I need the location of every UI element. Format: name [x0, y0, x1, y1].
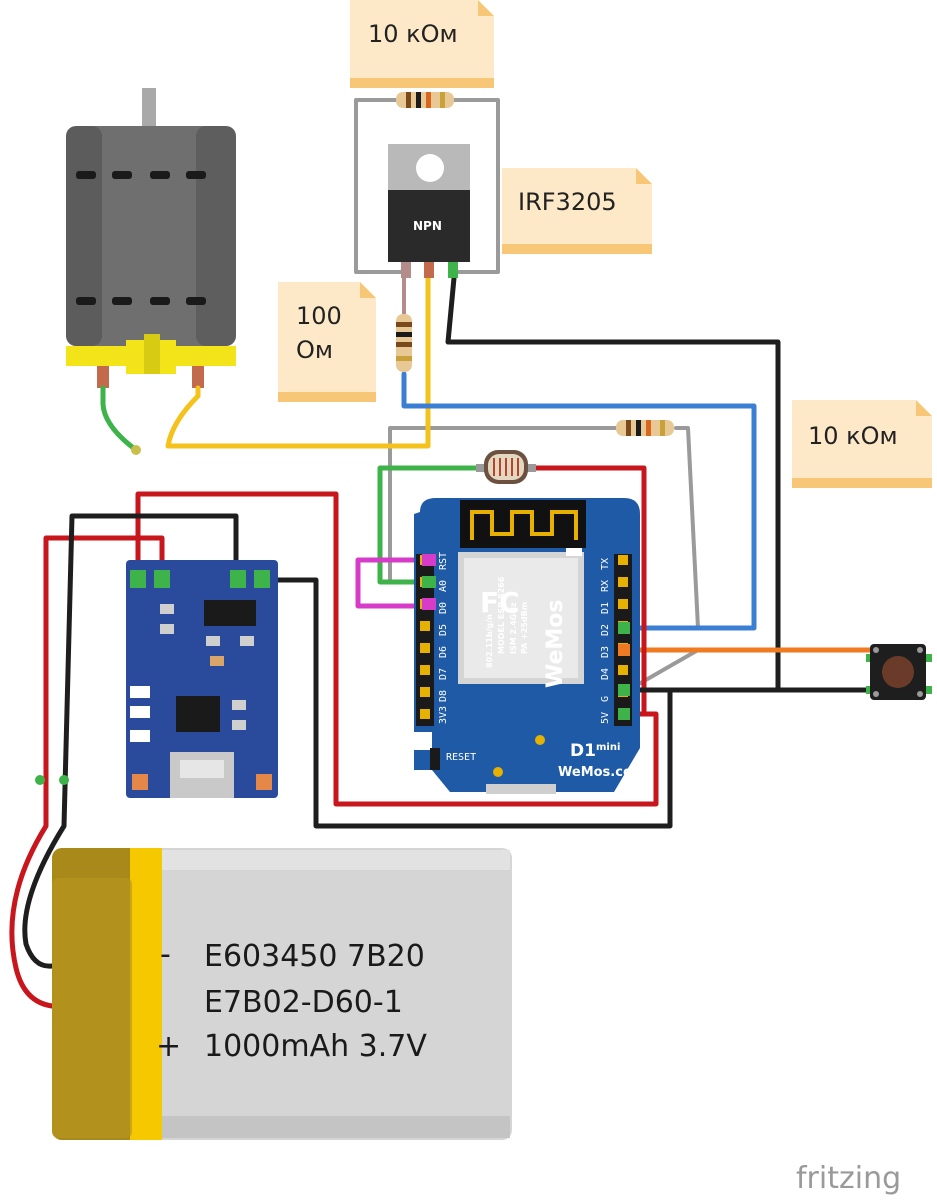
wemos-model-line2: ISM 2.4GHz — [509, 602, 518, 654]
battery-minus: - — [160, 937, 171, 972]
note-resistor-gate-unit: Ом — [296, 336, 333, 364]
wemos-model-line3: PA +25dBm — [520, 602, 529, 654]
wemos-model-line1: MODEL ESP-8266 — [497, 576, 506, 654]
right-pin-header — [614, 554, 632, 726]
right-pin-label-rx: RX — [600, 580, 611, 592]
left-pin-label-d0: D0 — [438, 602, 449, 614]
right-pin-label-d4: D4 — [600, 668, 611, 680]
right-pin-label-d3: D3 — [600, 646, 611, 658]
wire-green-motor — [100, 385, 139, 453]
battery-label-line1: E603450 7B20 — [204, 939, 425, 974]
left-pin-pad — [420, 709, 430, 719]
right-pin-pad — [618, 665, 628, 675]
note-resistor-right: 10 кОм — [792, 400, 932, 488]
wemos-chip-brand: WeMos — [543, 599, 568, 688]
wire-magenta-rst-d0 — [355, 557, 433, 609]
fcc-logo: FC — [480, 586, 520, 619]
wire-black-charger-out — [261, 577, 673, 829]
left-pin-pad — [420, 621, 430, 631]
right-pin-pad — [618, 555, 628, 565]
wire-blue-gate — [401, 371, 757, 631]
note-resistor-top: 10 кОм — [350, 0, 494, 88]
battery-plus: + — [156, 1029, 181, 1064]
left-pin-label-rst: RST — [438, 552, 449, 570]
reset-label: RESET — [446, 752, 476, 763]
right-pin-pad — [618, 577, 628, 587]
dc-motor — [66, 88, 236, 388]
right-pin-label-d1: D1 — [600, 602, 611, 614]
left-pin-label-3v3: 3V3 — [438, 706, 449, 724]
battery-label-line3: 1000mAh 3.7V — [204, 1029, 427, 1064]
wire-red-charger-out — [135, 491, 659, 807]
right-pin-label-d2: D2 — [600, 624, 611, 636]
antenna-trace — [470, 510, 578, 540]
left-pin-label-d5: D5 — [438, 624, 449, 636]
note-resistor-gate: 100 Ом — [278, 282, 376, 402]
right-pin-label-5v: 5V — [600, 712, 611, 724]
left-pin-label-d6: D6 — [438, 646, 449, 658]
right-pin-label-g: G — [600, 696, 611, 702]
wires — [9, 98, 873, 1009]
wire-yellow-motor — [165, 273, 431, 449]
junction-dots — [35, 445, 141, 785]
resistor-100-gate — [396, 278, 412, 372]
note-resistor-right-text: 10 кОм — [808, 422, 898, 450]
left-pin-pad — [420, 665, 430, 675]
lipo-battery: - + E603450 7B20 E7B02-D60-1 1000mAh 3.7… — [52, 848, 512, 1140]
board-name-suffix: mini — [596, 742, 620, 753]
left-pin-header — [416, 554, 434, 726]
wemos-wire-terminals — [422, 554, 630, 720]
wire-green-ldr — [377, 465, 487, 585]
note-resistor-gate-value: 100 — [296, 302, 342, 330]
left-pin-pad — [420, 643, 430, 653]
note-resistor-top-text: 10 кОм — [368, 20, 458, 48]
board-site: WeMos.cc — [558, 765, 631, 780]
resistor-10k-top — [396, 92, 454, 108]
wire-grey-top-frame — [354, 98, 500, 274]
right-pin-label-tx: TX — [600, 558, 611, 570]
wire-red-battery — [9, 535, 165, 1009]
mosfet-irf3205: NPN — [388, 144, 470, 278]
left-pin-pad — [420, 687, 430, 697]
left-pin-label-d7: D7 — [438, 668, 449, 680]
photoresistor — [476, 450, 536, 484]
resistor-10k-right — [616, 420, 674, 436]
board-name: D1 — [570, 741, 596, 761]
note-transistor: IRF3205 — [502, 168, 652, 254]
tp4056-charger — [126, 560, 278, 798]
fritzing-brand: fritzing — [796, 1161, 901, 1196]
right-pin-pad — [618, 599, 628, 609]
wire-black-battery — [22, 513, 239, 969]
left-pin-label-a0: A0 — [438, 580, 449, 592]
transistor-marking: NPN — [413, 219, 442, 233]
left-pin-label-d8: D8 — [438, 690, 449, 702]
wemos-model-line4: 802.11b/g/n — [485, 614, 494, 668]
push-button — [866, 644, 932, 700]
note-transistor-text: IRF3205 — [518, 188, 617, 216]
battery-label-line2: E7B02-D60-1 — [204, 985, 403, 1020]
wemos-d1-mini: FC MODEL ESP-8266 ISM 2.4GHz PA +25dBm 8… — [414, 498, 640, 794]
